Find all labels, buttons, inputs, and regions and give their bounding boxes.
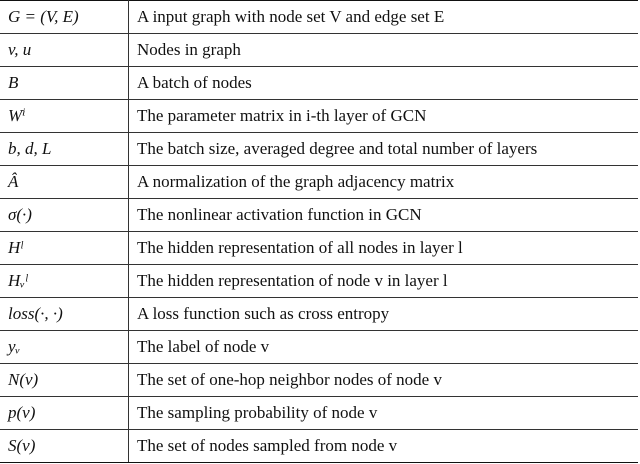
description-cell: A loss function such as cross entropy [128,297,638,331]
description-cell: A input graph with node set V and edge s… [128,0,638,34]
description-cell: A normalization of the graph adjacency m… [128,165,638,199]
table-row: Hˡ The hidden representation of all node… [0,231,638,265]
symbol-cell: Hˡ [0,231,129,265]
table-row: S(v) The set of nodes sampled from node … [0,429,638,463]
symbol-cell: G = (V, E) [0,0,129,34]
description-cell: The nonlinear activation function in GCN [128,198,638,232]
description-cell: The hidden representation of all nodes i… [128,231,638,265]
table-row: b, d, L The batch size, averaged degree … [0,132,638,166]
symbol-cell: yᵥ [0,330,129,364]
description-cell: The set of nodes sampled from node v [128,429,638,463]
table-row: B A batch of nodes [0,66,638,100]
symbol-cell: b, d, L [0,132,129,166]
table-row: Hᵥˡ The hidden representation of node v … [0,264,638,298]
symbol-cell: loss(·, ·) [0,297,129,331]
table-row: G = (V, E) A input graph with node set V… [0,0,638,34]
symbol-cell: Wⁱ [0,99,129,133]
table-row: yᵥ The label of node v [0,330,638,364]
description-cell: Nodes in graph [128,33,638,67]
table-row: p(v) The sampling probability of node v [0,396,638,430]
table-row: Wⁱ The parameter matrix in i-th layer of… [0,99,638,133]
symbol-cell: σ(·) [0,198,129,232]
description-cell: A batch of nodes [128,66,638,100]
description-cell: The parameter matrix in i-th layer of GC… [128,99,638,133]
table-row: σ(·) The nonlinear activation function i… [0,198,638,232]
table-row: Â A normalization of the graph adjacency… [0,165,638,199]
description-cell: The hidden representation of node v in l… [128,264,638,298]
description-cell: The set of one-hop neighbor nodes of nod… [128,363,638,397]
table-row: v, u Nodes in graph [0,33,638,67]
symbol-cell: S(v) [0,429,129,463]
symbol-cell: B [0,66,129,100]
symbol-cell: v, u [0,33,129,67]
description-cell: The sampling probability of node v [128,396,638,430]
description-cell: The label of node v [128,330,638,364]
symbol-cell: N(v) [0,363,129,397]
table-row: N(v) The set of one-hop neighbor nodes o… [0,363,638,397]
table-row: loss(·, ·) A loss function such as cross… [0,297,638,331]
symbol-cell: Hᵥˡ [0,264,129,298]
symbol-cell: p(v) [0,396,129,430]
symbol-cell: Â [0,165,129,199]
description-cell: The batch size, averaged degree and tota… [128,132,638,166]
